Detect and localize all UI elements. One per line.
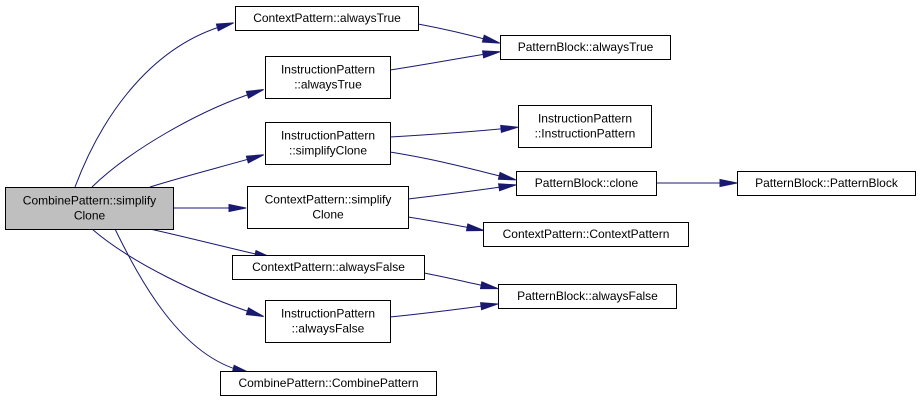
- nodes-layer: CombinePattern::simplifyCloneContextPatt…: [5, 6, 916, 396]
- edge-ctx_simplifyClone-to-pb_clone: [407, 183, 517, 200]
- node-label: Clone: [312, 208, 344, 222]
- node-box: [498, 284, 677, 309]
- node-label: PatternBlock::PatternBlock: [755, 176, 899, 190]
- node-label: ::alwaysTrue: [294, 78, 362, 92]
- edge-line: [389, 304, 491, 318]
- arrowhead-icon: [215, 22, 234, 32]
- edge-line: [149, 156, 257, 188]
- arrowhead-icon: [481, 50, 501, 59]
- node-label: PatternBlock::alwaysTrue: [518, 40, 654, 54]
- node-label: ContextPattern::ContextPattern: [503, 227, 670, 241]
- edge-ins_alwaysFalse-to-pb_alwaysFalse: [389, 302, 499, 318]
- node-ins-ctor[interactable]: InstructionPattern::InstructionPattern: [518, 105, 652, 148]
- node-ctx-simplifyClone[interactable]: ContextPattern::simplifyClone: [247, 186, 409, 229]
- node-box: [220, 371, 437, 396]
- node-pb-alwaysFalse[interactable]: PatternBlock::alwaysFalse: [498, 284, 677, 309]
- edge-line: [417, 23, 493, 42]
- arrowhead-icon: [465, 223, 485, 232]
- node-ins-alwaysFalse[interactable]: InstructionPattern::alwaysFalse: [265, 300, 391, 343]
- node-box: [265, 56, 391, 99]
- edge-line: [389, 127, 511, 138]
- node-box: [265, 122, 391, 165]
- edge-ins_simplifyClone-to-pb_clone: [389, 151, 516, 181]
- edge-root-to-ctx_simplifyClone: [173, 203, 247, 213]
- node-cmb-ctor[interactable]: CombinePattern::CombinePattern: [220, 371, 437, 396]
- edge-root-to-ctx_alwaysFalse: [149, 228, 273, 259]
- node-label: InstructionPattern: [281, 307, 375, 321]
- node-root[interactable]: CombinePattern::simplifyClone: [5, 187, 174, 230]
- node-pb-alwaysTrue[interactable]: PatternBlock::alwaysTrue: [500, 35, 671, 60]
- edge-root-to-ctx_alwaysTrue: [74, 22, 234, 188]
- node-ctx-alwaysTrue[interactable]: ContextPattern::alwaysTrue: [235, 6, 419, 31]
- edge-line: [389, 52, 493, 71]
- node-label: Clone: [74, 209, 106, 223]
- arrowhead-icon: [245, 89, 264, 99]
- edge-line: [407, 185, 509, 200]
- edge-line: [389, 151, 509, 179]
- edge-ins_simplifyClone-to-ins_ctor: [389, 124, 519, 138]
- edge-line: [114, 228, 243, 372]
- arrowhead-icon: [498, 183, 517, 192]
- arrowhead-icon: [479, 281, 499, 290]
- edge-ctx_alwaysFalse-to-pb_alwaysFalse: [423, 272, 499, 290]
- node-label: CombinePattern::simplify: [23, 194, 156, 208]
- node-pb-clone[interactable]: PatternBlock::clone: [516, 171, 657, 196]
- arrowhead-icon: [481, 34, 500, 44]
- node-label: ::InstructionPattern: [535, 127, 636, 141]
- node-box: [247, 186, 409, 229]
- edge-root-to-ins_simplifyClone: [149, 154, 264, 188]
- arrowhead-icon: [497, 171, 516, 181]
- arrowhead-icon: [228, 203, 247, 213]
- node-box: [483, 222, 689, 247]
- arrowhead-icon: [719, 178, 738, 188]
- edge-line: [407, 216, 477, 230]
- edge-line: [74, 24, 227, 188]
- node-box: [265, 300, 391, 343]
- edge-line: [91, 91, 257, 188]
- edge-root-to-cmb_ctor: [114, 228, 250, 374]
- edge-line: [91, 228, 257, 315]
- arrowhead-icon: [480, 302, 499, 311]
- edge-ctx_simplifyClone-to-ctx_ctor: [407, 216, 485, 232]
- node-ctx-ctor[interactable]: ContextPattern::ContextPattern: [483, 222, 689, 247]
- node-box: [500, 35, 671, 60]
- node-ins-simplifyClone[interactable]: InstructionPattern::simplifyClone: [265, 122, 391, 165]
- node-box: [737, 171, 916, 196]
- node-label: ::simplifyClone: [289, 144, 367, 158]
- node-ins-alwaysTrue[interactable]: InstructionPattern::alwaysTrue: [265, 56, 391, 99]
- node-pb-ctor[interactable]: PatternBlock::PatternBlock: [737, 171, 916, 196]
- node-label: InstructionPattern: [281, 129, 375, 143]
- node-box: [5, 187, 174, 230]
- node-box: [235, 6, 419, 31]
- edge-root-to-ins_alwaysTrue: [91, 89, 264, 188]
- edge-ctx_alwaysTrue-to-pb_alwaysTrue: [417, 23, 500, 44]
- node-label: ContextPattern::alwaysTrue: [253, 11, 401, 25]
- node-label: InstructionPattern: [538, 112, 632, 126]
- node-box: [518, 105, 652, 148]
- node-label: PatternBlock::clone: [535, 176, 639, 190]
- node-box: [232, 255, 425, 280]
- node-label: CombinePattern::CombinePattern: [238, 376, 418, 390]
- node-label: ::alwaysFalse: [292, 322, 365, 336]
- node-label: PatternBlock::alwaysFalse: [517, 289, 658, 303]
- edge-line: [423, 272, 491, 288]
- node-label: ContextPattern::simplify: [265, 193, 392, 207]
- node-box: [516, 171, 657, 196]
- arrowhead-icon: [245, 307, 264, 317]
- edge-ins_alwaysTrue-to-pb_alwaysTrue: [389, 50, 501, 71]
- node-label: InstructionPattern: [281, 63, 375, 77]
- edge-root-to-ins_alwaysFalse: [91, 228, 264, 317]
- arrowhead-icon: [500, 124, 519, 134]
- node-ctx-alwaysFalse[interactable]: ContextPattern::alwaysFalse: [232, 255, 425, 280]
- node-label: ContextPattern::alwaysFalse: [252, 260, 405, 274]
- edge-pb_clone-to-pb_ctor: [656, 178, 738, 188]
- edge-line: [149, 228, 265, 257]
- arrowhead-icon: [245, 154, 264, 164]
